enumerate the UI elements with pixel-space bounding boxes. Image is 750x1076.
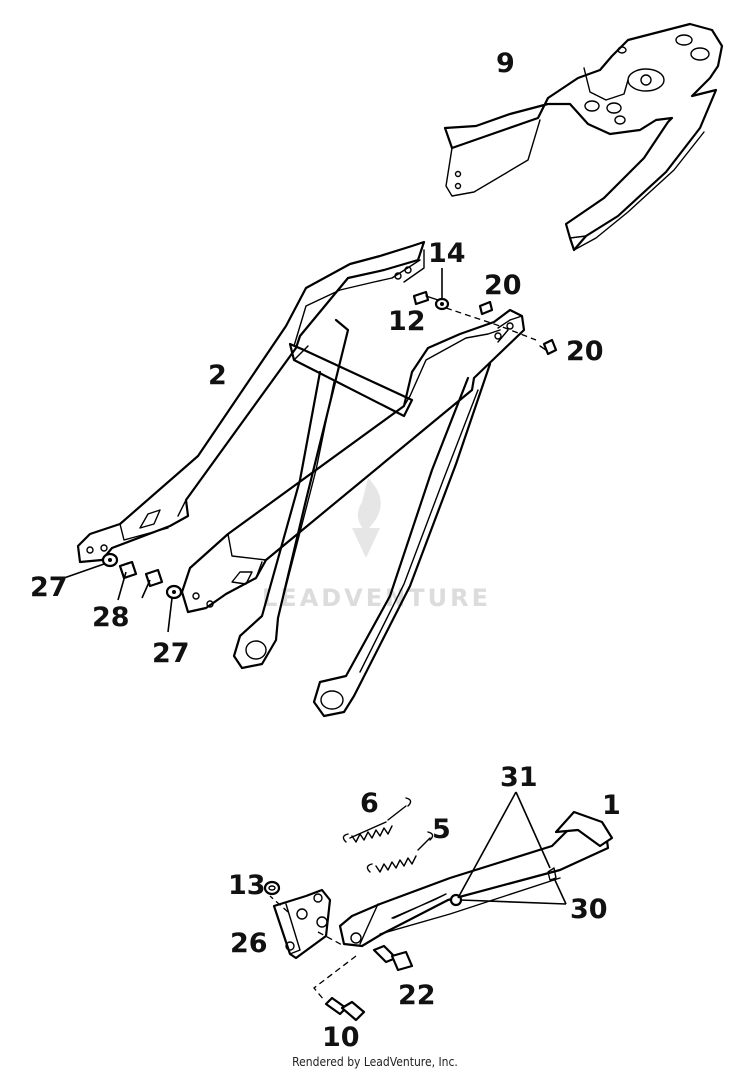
assembly-line-stand-2 [269,895,289,913]
part-1-side-stand[interactable] [338,810,614,948]
callout-22: 22 [398,980,436,1011]
part-26-mount-plate[interactable] [272,888,332,960]
leadventure-watermark: LEADVENTURE [262,478,491,612]
callout-27-right: 27 [152,638,190,669]
part-10-bolt[interactable] [324,996,366,1022]
watermark-logo-icon [352,478,381,558]
washer-27-left[interactable] [101,552,119,568]
callout-30: 30 [570,894,608,925]
callout-26: 26 [230,928,268,959]
callout-13: 13 [228,870,266,901]
callout-9: 9 [496,48,515,79]
part-9-bracket[interactable] [443,22,724,252]
callout-1: 1 [602,790,621,821]
bolt-20-upper[interactable] [478,300,494,316]
callout-12: 12 [388,306,426,337]
callout-5: 5 [432,814,451,845]
assembly-line-stand [313,931,357,1001]
callout-14: 14 [428,238,466,269]
callout-20-upper: 20 [484,270,522,301]
callout-31: 31 [500,762,538,793]
callout-28: 28 [92,602,130,633]
bolt-12[interactable] [412,290,439,306]
assembly-line-upper [445,307,537,341]
part-13-spacer[interactable] [263,880,281,896]
part-6-spring[interactable] [342,797,412,843]
part-22-bolt[interactable] [372,944,414,972]
leader-lines [63,268,567,905]
part-2-rear-frame[interactable] [76,240,526,718]
callout-27-left: 27 [30,572,68,603]
bolt-20-lower[interactable] [539,338,558,356]
washer-27-right[interactable] [165,584,183,600]
callout-6: 6 [360,788,379,819]
washer-14[interactable] [434,297,450,311]
callout-20-lower: 20 [566,336,604,367]
footer-credit: Rendered by LeadVenture, Inc. [292,1055,458,1069]
watermark-text: LEADVENTURE [262,584,491,612]
callout-10: 10 [322,1022,360,1053]
callouts: 9 14 20 12 20 2 27 28 27 31 1 6 5 13 30 … [30,48,621,1053]
bolt-28-left[interactable] [118,560,138,580]
part-30-stop-pin[interactable] [547,867,557,881]
callout-2: 2 [208,360,227,391]
part-5-spring[interactable] [366,831,434,873]
